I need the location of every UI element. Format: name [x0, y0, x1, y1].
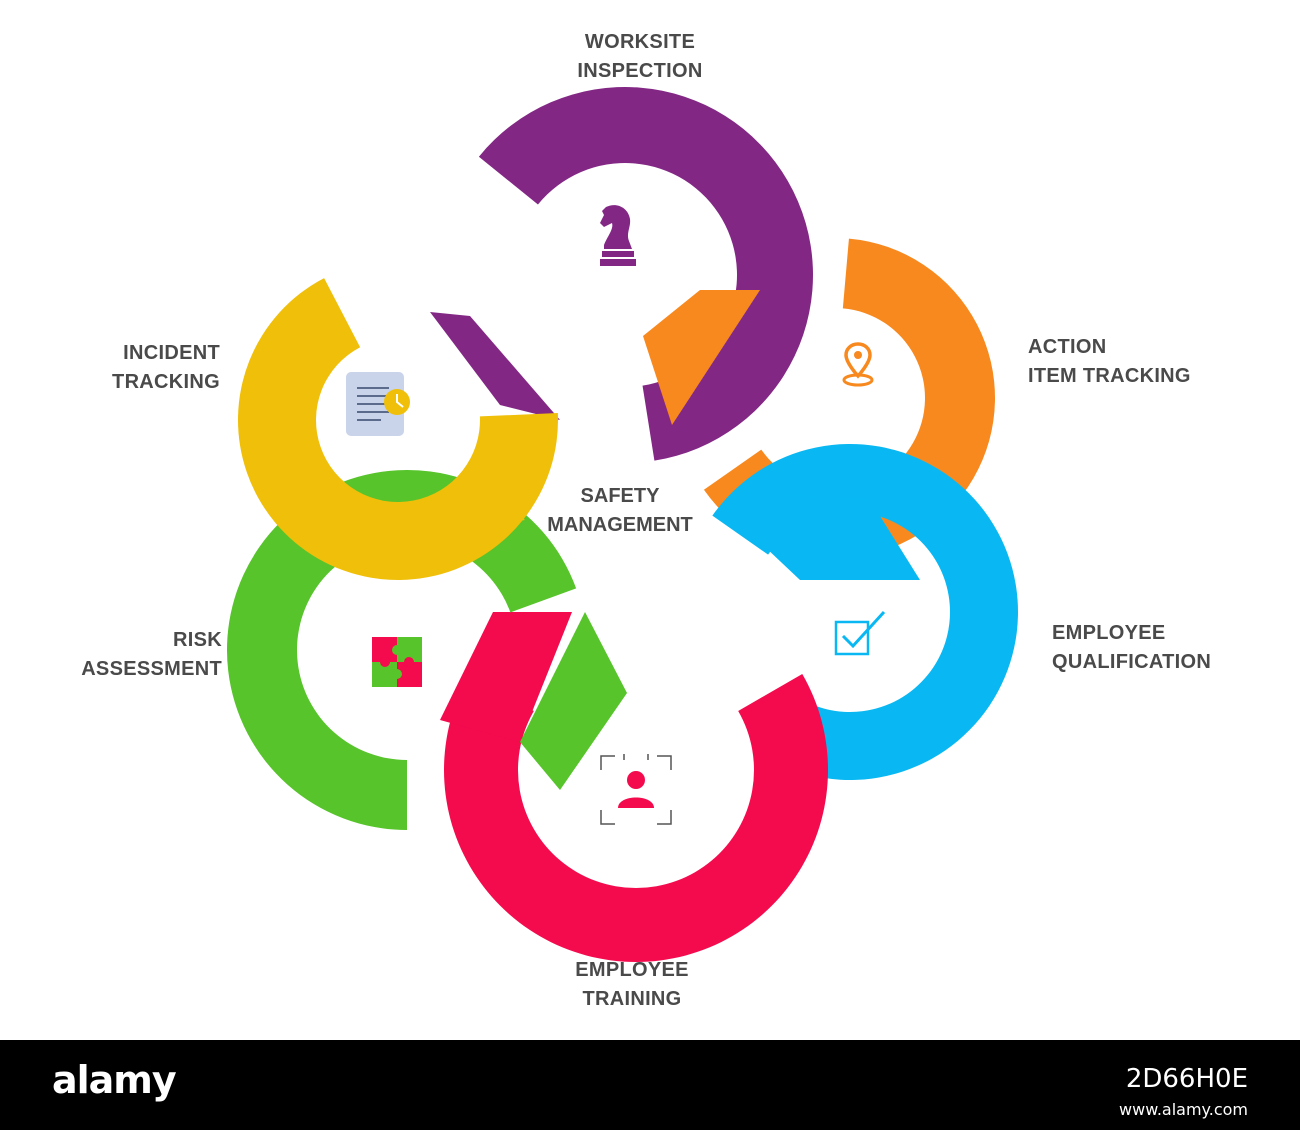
label-line: WORKSITE: [584, 31, 696, 53]
location-pin-icon: [842, 342, 874, 387]
ring-tail-training: [440, 612, 572, 742]
center-title-line2: MANAGEMENT: [547, 514, 693, 536]
stock-url: www.alamy.com: [1119, 1100, 1248, 1119]
label-line: TRACKING: [112, 371, 220, 393]
stock-footer: alamy 2D66H0E www.alamy.com: [0, 1040, 1300, 1130]
stock-image-id: 2D66H0E: [1125, 1064, 1248, 1094]
center-title-line1: SAFETY: [580, 485, 660, 507]
label-line: INCIDENT: [123, 342, 220, 364]
label-line: INSPECTION: [577, 60, 703, 82]
label-employee-training: EMPLOYEE TRAINING: [552, 956, 712, 1014]
label-line: TRAINING: [582, 988, 682, 1010]
ring-tail-qualification: [728, 495, 920, 580]
checkbox-icon: [834, 610, 886, 656]
label-line: QUALIFICATION: [1052, 651, 1212, 673]
user-target-icon: [600, 754, 672, 825]
label-line: ITEM TRACKING: [1028, 365, 1191, 387]
label-worksite-inspection: WORKSITE INSPECTION: [560, 28, 720, 86]
segment-risk: [227, 470, 627, 830]
chess-knight-icon: [600, 205, 636, 266]
label-line: RISK: [173, 629, 222, 651]
label-risk-assessment: RISK ASSESSMENT: [42, 626, 222, 684]
label-line: EMPLOYEE: [575, 959, 689, 981]
ring-arc-risk: [227, 470, 577, 830]
alamy-logo: alamy: [52, 1058, 177, 1102]
segment-training: [440, 612, 828, 962]
ring-arc-training: [444, 674, 828, 962]
puzzle-icon: [372, 637, 422, 687]
center-title: SAFETY MANAGEMENT: [520, 482, 720, 540]
ring-tail-risk: [520, 612, 627, 790]
ring-arc-worksite: [478, 86, 814, 461]
safety-management-diagram: [227, 86, 1019, 962]
ring-tail-worksite: [430, 312, 560, 420]
label-line: ACTION: [1028, 336, 1107, 358]
ring-tail-action: [643, 290, 760, 425]
segment-incident: [237, 278, 559, 580]
segment-worksite: [430, 86, 814, 461]
label-employee-qualification: EMPLOYEE QUALIFICATION: [1052, 619, 1211, 677]
label-incident-tracking: INCIDENT TRACKING: [40, 339, 220, 397]
ring-tail-incident: [345, 470, 525, 560]
segment-qualification: [712, 443, 1019, 780]
document-clock-icon: [346, 372, 410, 436]
label-line: ASSESSMENT: [81, 658, 222, 680]
label-action-item-tracking: ACTION ITEM TRACKING: [1028, 333, 1191, 391]
label-line: EMPLOYEE: [1052, 622, 1166, 644]
